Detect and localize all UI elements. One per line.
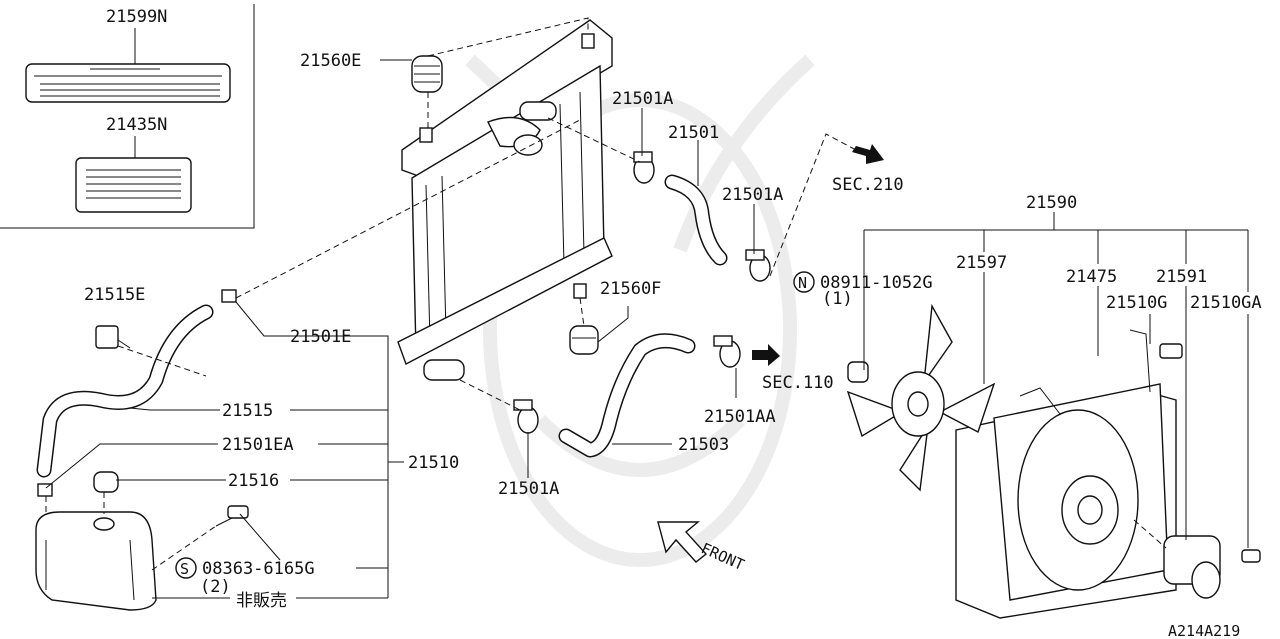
quantity-label-screw: (2) — [200, 577, 231, 597]
section-label-sec210: SEC.210 — [832, 175, 904, 195]
part-label-21516: 21516 — [228, 471, 279, 491]
hose-clip-21501EA — [37, 483, 53, 497]
reservoir-screw — [215, 505, 249, 527]
hose-clamp-lower-1 — [513, 399, 539, 434]
clip-21515E — [95, 325, 131, 349]
arrow-sec-110 — [752, 344, 780, 366]
part-label-08911-1052G: 08911-1052G — [820, 273, 933, 293]
radiator — [397, 19, 613, 381]
part-label-21501: 21501 — [668, 123, 719, 143]
nut-symbol-circle: N — [793, 271, 815, 293]
reservoir-tank — [35, 511, 157, 611]
part-label-21597: 21597 — [956, 253, 1007, 273]
mount-bushing-lower — [569, 325, 599, 355]
reservoir-hose — [36, 304, 214, 478]
part-label-21435N: 21435N — [106, 115, 167, 135]
part-label-21501E: 21501E — [290, 327, 351, 347]
part-label-21501A-bottom: 21501A — [498, 479, 559, 499]
arrow-sec-210 — [852, 144, 884, 164]
part-label-21510: 21510 — [408, 453, 459, 473]
quantity-label-nut: (1) — [822, 289, 853, 309]
part-label-21501EA: 21501EA — [222, 435, 294, 455]
part-label-21510GA: 21510GA — [1190, 293, 1262, 313]
lower-hose — [558, 333, 696, 458]
label-plate-small — [75, 157, 192, 213]
hose-clip-21501E — [221, 289, 237, 303]
front-label: FRONT — [698, 539, 747, 574]
part-label-21501A-top: 21501A — [612, 89, 673, 109]
part-label-21591: 21591 — [1156, 267, 1207, 287]
leader-lines — [45, 59, 1249, 599]
screw-symbol-circle: S — [175, 557, 197, 579]
section-label-sec110: SEC.110 — [762, 373, 834, 393]
mount-bushing-upper — [411, 55, 443, 93]
part-label-08363-6165G: 08363-6165G — [202, 559, 315, 579]
reservoir-cap — [93, 471, 119, 493]
hose-clamp-upper-1 — [633, 151, 655, 184]
label-plate-large — [25, 63, 231, 103]
not-sold-label: 非販売 — [236, 591, 287, 611]
part-label-21590: 21590 — [1026, 193, 1077, 213]
part-label-21475: 21475 — [1066, 267, 1117, 287]
hose-clamp-lower-2 — [713, 335, 741, 368]
fan-nut — [847, 361, 869, 383]
screw-symbol-letter: S — [180, 560, 189, 578]
front-arrow — [657, 521, 708, 563]
part-label-21560F: 21560F — [600, 279, 661, 299]
part-label-21560E: 21560E — [300, 51, 361, 71]
bolt-21510GA — [1241, 549, 1261, 563]
hose-clamp-upper-2 — [745, 249, 771, 282]
part-label-21510G: 21510G — [1106, 293, 1167, 313]
part-label-21501A-mid: 21501A — [722, 185, 783, 205]
bolt-21510G — [1159, 343, 1183, 359]
upper-hose — [664, 174, 728, 266]
labels-inset-box: 21599N 21435N — [0, 4, 255, 229]
part-label-21501AA: 21501AA — [704, 407, 776, 427]
part-label-21515E: 21515E — [84, 285, 145, 305]
nut-symbol-letter: N — [798, 274, 807, 292]
fan-blade — [846, 303, 996, 492]
fan-shroud — [955, 329, 1177, 619]
part-label-21503: 21503 — [678, 435, 729, 455]
part-label-21515: 21515 — [222, 401, 273, 421]
fan-motor — [1163, 535, 1221, 599]
diagram-code: A214A219 — [1168, 622, 1240, 639]
part-label-21599N: 21599N — [106, 7, 167, 27]
